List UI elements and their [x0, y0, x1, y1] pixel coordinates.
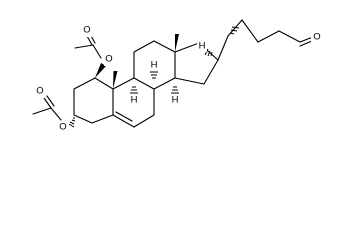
acetoxy-c3: [32, 95, 76, 128]
atom-h-c14: H: [172, 95, 179, 106]
atom-labels: O O O O O H H H H: [34, 24, 322, 134]
atom-h-c17: H: [199, 41, 206, 52]
chemical-structure-diagram: O O O O O H H H H: [32, 19, 322, 134]
atom-o-ester1-carbonyl: O: [83, 25, 90, 36]
atom-o-ester1-ether: O: [105, 54, 112, 65]
double-bond-c5-c6: [115, 111, 133, 122]
atom-h-c8: H: [131, 95, 138, 106]
ring-a: [73, 77, 114, 124]
side-chain: [217, 19, 314, 61]
atom-o-ester2-carbonyl: O: [36, 86, 43, 97]
stereo-h-hashes: [130, 26, 240, 94]
methyl-c18-wedge: [175, 34, 179, 52]
atom-o-aldehyde: O: [313, 32, 320, 43]
atom-h-c9: H: [151, 60, 158, 71]
methyl-c19-wedge: [113, 71, 118, 89]
acetoxy-c1: [74, 33, 106, 78]
ring-d: [174, 42, 219, 85]
atom-o-ester2-ether: O: [59, 122, 66, 133]
ring-c: [133, 40, 176, 90]
ring-b: [112, 77, 155, 128]
